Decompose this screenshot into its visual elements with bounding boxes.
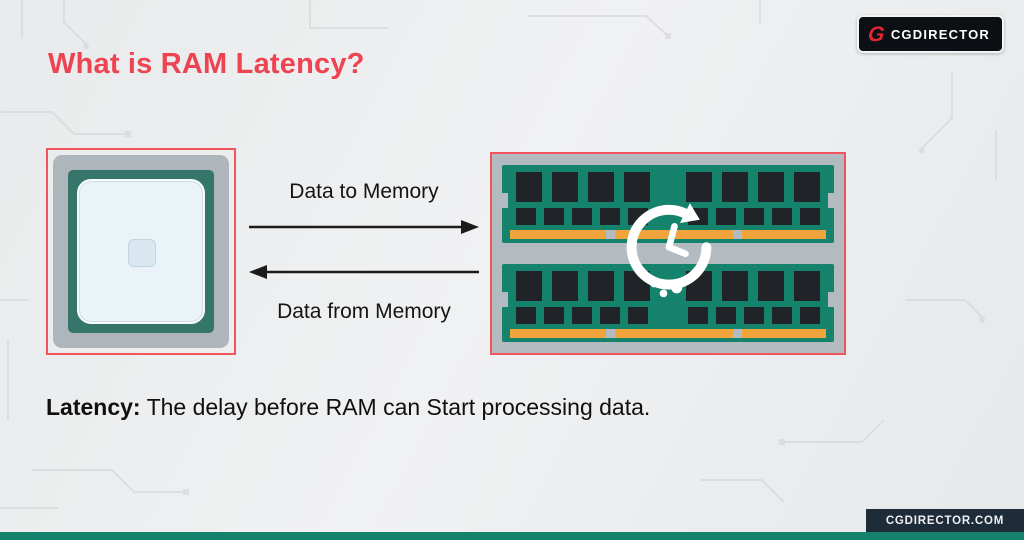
footer-accent-bar	[0, 532, 1024, 540]
ram-gold-pins	[510, 230, 826, 239]
data-to-memory-label: Data to Memory	[289, 180, 439, 203]
brand-logo-g-icon: G	[866, 22, 886, 46]
ram-pin-notch	[606, 329, 615, 338]
ram-pin-notch	[606, 230, 615, 239]
data-from-memory-label: Data from Memory	[277, 300, 451, 323]
definition-text: Latency: The delay before RAM can Start …	[46, 394, 650, 421]
ram-chips-row	[686, 172, 820, 202]
ram-chips-row	[516, 307, 648, 324]
footer-website-text: CGDIRECTOR.COM	[885, 514, 1005, 527]
definition-body: The delay before RAM can Start processin…	[146, 394, 651, 420]
definition-label: Latency:	[46, 394, 141, 420]
arrow-left-icon	[249, 265, 479, 279]
ram-chips-row	[516, 172, 650, 202]
brand-logo-text: CGDIRECTOR	[890, 26, 990, 42]
ram-illustration	[490, 152, 846, 355]
page-title: What is RAM Latency?	[48, 48, 365, 80]
arrow-right-icon	[249, 220, 479, 234]
ram-chips-row	[686, 271, 820, 301]
clock-refresh-icon	[626, 203, 712, 298]
ram-stick-bottom	[501, 264, 835, 342]
ram-chips-row	[688, 208, 820, 225]
ram-chips-row	[516, 271, 650, 301]
ram-gold-pins	[510, 329, 826, 338]
ram-chips-row	[688, 307, 820, 324]
brand-logo: G CGDIRECTOR	[856, 15, 1004, 53]
cpu-illustration	[46, 148, 236, 355]
footer-website: CGDIRECTOR.COM	[866, 509, 1024, 532]
ram-chips-row	[516, 208, 648, 225]
cpu-center-cap	[128, 238, 156, 267]
ram-stick-top	[501, 165, 835, 243]
ram-pin-notch	[733, 329, 742, 338]
ram-pin-notch	[733, 230, 742, 239]
cpu-chip-icon	[53, 155, 229, 348]
